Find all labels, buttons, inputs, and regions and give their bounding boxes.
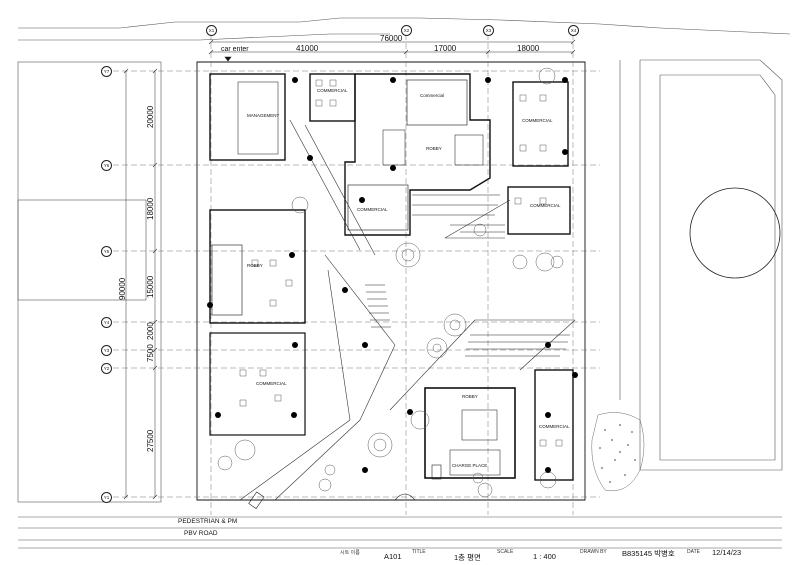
trees — [217, 67, 564, 498]
room-label-commercial-1: COMMERCIAL — [317, 88, 348, 93]
title-label: TITLE — [412, 549, 426, 555]
grid-bubble-x2: X2 — [401, 25, 412, 36]
landscape-patch — [591, 412, 645, 491]
grid-bubble-y7: Y7 — [101, 66, 112, 77]
room-label-commercial-6: COMMERCIAL — [256, 381, 287, 386]
dim-depth-4: 2000 — [146, 322, 155, 340]
pbv-road-label: PBV ROAD — [184, 530, 218, 537]
dim-depth-3: 15000 — [146, 275, 155, 298]
furniture — [239, 79, 563, 447]
buildings — [209, 73, 574, 481]
dim-overall-depth: 90000 — [118, 277, 127, 300]
grid-bubble-y6: Y6 — [101, 160, 112, 171]
scale-value: 1 : 400 — [533, 552, 556, 561]
dim-depth-2: 18000 — [146, 197, 155, 220]
room-label-robby-2: ROBBY — [247, 263, 263, 268]
room-label-charge-place: CHARGE PLACE — [452, 463, 488, 468]
room-label-commercial-7: COMMERCIAL — [539, 424, 570, 429]
site-boundary — [196, 61, 586, 501]
entrance-marks — [224, 56, 442, 510]
grid-bubble-y3: Y3 — [101, 345, 112, 356]
grid-bubble-x1: X1 — [206, 25, 217, 36]
date-label: DATE — [687, 549, 700, 555]
dim-depth-6: 27500 — [146, 429, 155, 452]
dim-bay-1: 41000 — [296, 44, 319, 53]
grid-bubble-x3: X3 — [483, 25, 494, 36]
dim-depth-1: 20000 — [146, 105, 155, 128]
room-label-commercial-5: COMMERCIAL — [530, 203, 561, 208]
car-enter-label: car enter — [221, 46, 249, 53]
grid-bubble-x4: X4 — [568, 25, 579, 36]
room-label-management: MANAGEMENT — [247, 113, 280, 118]
date-value: 12/14/23 — [712, 548, 742, 557]
grid-bubble-y2: Y2 — [101, 363, 112, 374]
drawing-title: 1층 평면 — [454, 553, 481, 562]
grid-bubble-y5: Y5 — [101, 246, 112, 257]
sheet-name-label: 시트 이름 — [340, 550, 360, 556]
drawn-by-label: DRAWN BY — [580, 549, 607, 555]
columns — [207, 77, 578, 473]
context-outlines — [17, 17, 791, 549]
sheet-number: A101 — [384, 552, 402, 561]
grid-bubble-y1: Y1 — [101, 492, 112, 503]
grid-bubble-y4: Y4 — [101, 317, 112, 328]
room-label-commercial-3: COMMERCIAL — [522, 118, 553, 123]
pedestrian-label: PEDESTRIAN & PM — [178, 518, 238, 525]
room-label-robby-3: ROBBY — [462, 394, 478, 399]
dim-depth-5: 7500 — [146, 344, 155, 362]
grid-lines — [113, 34, 600, 515]
dim-bay-2: 17000 — [434, 44, 457, 53]
dim-bay-3: 18000 — [517, 44, 540, 53]
room-label-robby-1: ROBBY — [426, 146, 442, 151]
diagonal-paths — [239, 119, 576, 501]
dimension-lines — [123, 39, 576, 500]
room-label-commercial-2: Commercial — [420, 93, 445, 98]
room-label-commercial-4: COMMERCIAL — [357, 207, 388, 212]
ramp-hatching — [365, 194, 570, 357]
dim-overall-width: 76000 — [380, 34, 403, 43]
scale-label: SCALE — [497, 549, 514, 555]
drawn-by-value: B835145 박병호 — [622, 549, 675, 558]
